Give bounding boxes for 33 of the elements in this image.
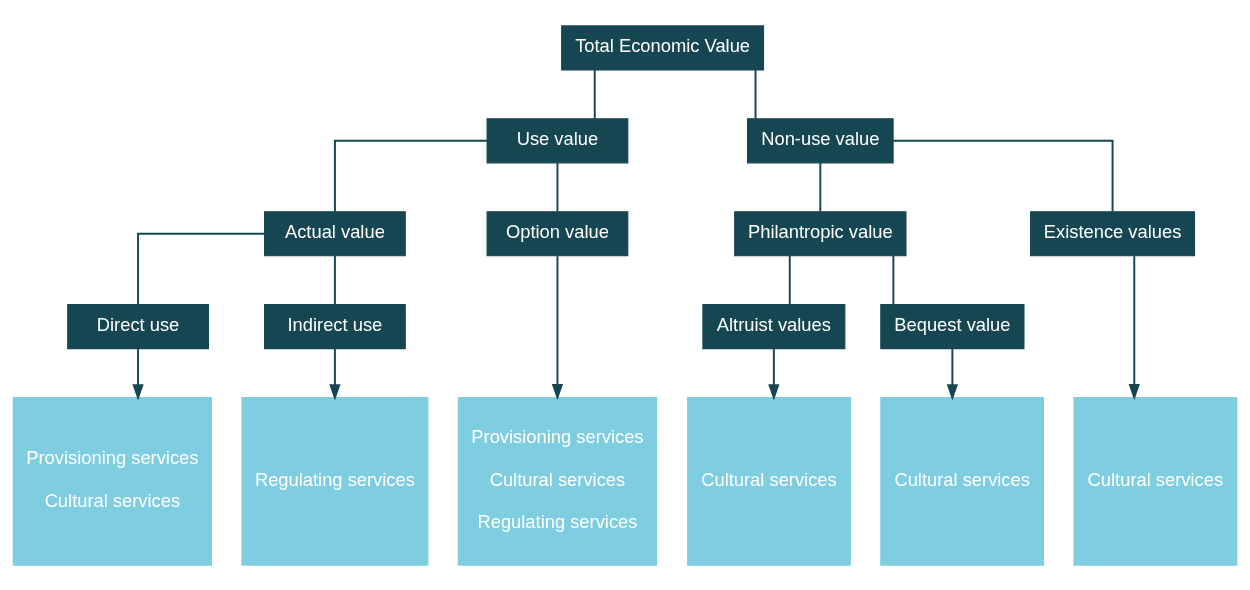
node-box: Direct use	[67, 303, 209, 349]
connector	[892, 254, 895, 305]
connector	[556, 161, 559, 213]
node-box: Cultural services	[880, 396, 1045, 566]
node-box: Regulating services	[241, 396, 429, 566]
node-box: Use value	[486, 117, 629, 163]
connector	[593, 68, 596, 120]
connector	[788, 254, 791, 305]
node-box: Altruist values	[702, 303, 846, 349]
arrow	[1128, 254, 1140, 400]
arrow	[946, 347, 959, 400]
arrow	[132, 347, 144, 400]
arrow	[551, 254, 564, 400]
connector	[819, 161, 822, 213]
node-box: Existence values	[1030, 210, 1196, 256]
node-box: Indirect use	[264, 303, 406, 349]
connector	[333, 254, 336, 305]
connector	[333, 139, 488, 213]
arrow	[768, 347, 780, 400]
node-box: Bequest value	[880, 303, 1025, 349]
node-box: Total Economic Value	[561, 24, 765, 70]
node-box: Option value	[486, 210, 629, 256]
connector	[137, 232, 266, 306]
node-box: Actual value	[264, 210, 406, 256]
arrow	[329, 347, 341, 400]
connector	[754, 68, 757, 120]
node-box: Philantropic value	[734, 210, 907, 256]
node-box: Non-use value	[746, 117, 894, 163]
node-box: Provisioning services Cultural services Regulating services	[457, 396, 658, 566]
connector	[892, 139, 1114, 213]
node-box: Cultural services	[1073, 396, 1238, 566]
node-box: Cultural services	[687, 396, 851, 566]
node-box: Provisioning services Cultural services	[12, 396, 213, 566]
